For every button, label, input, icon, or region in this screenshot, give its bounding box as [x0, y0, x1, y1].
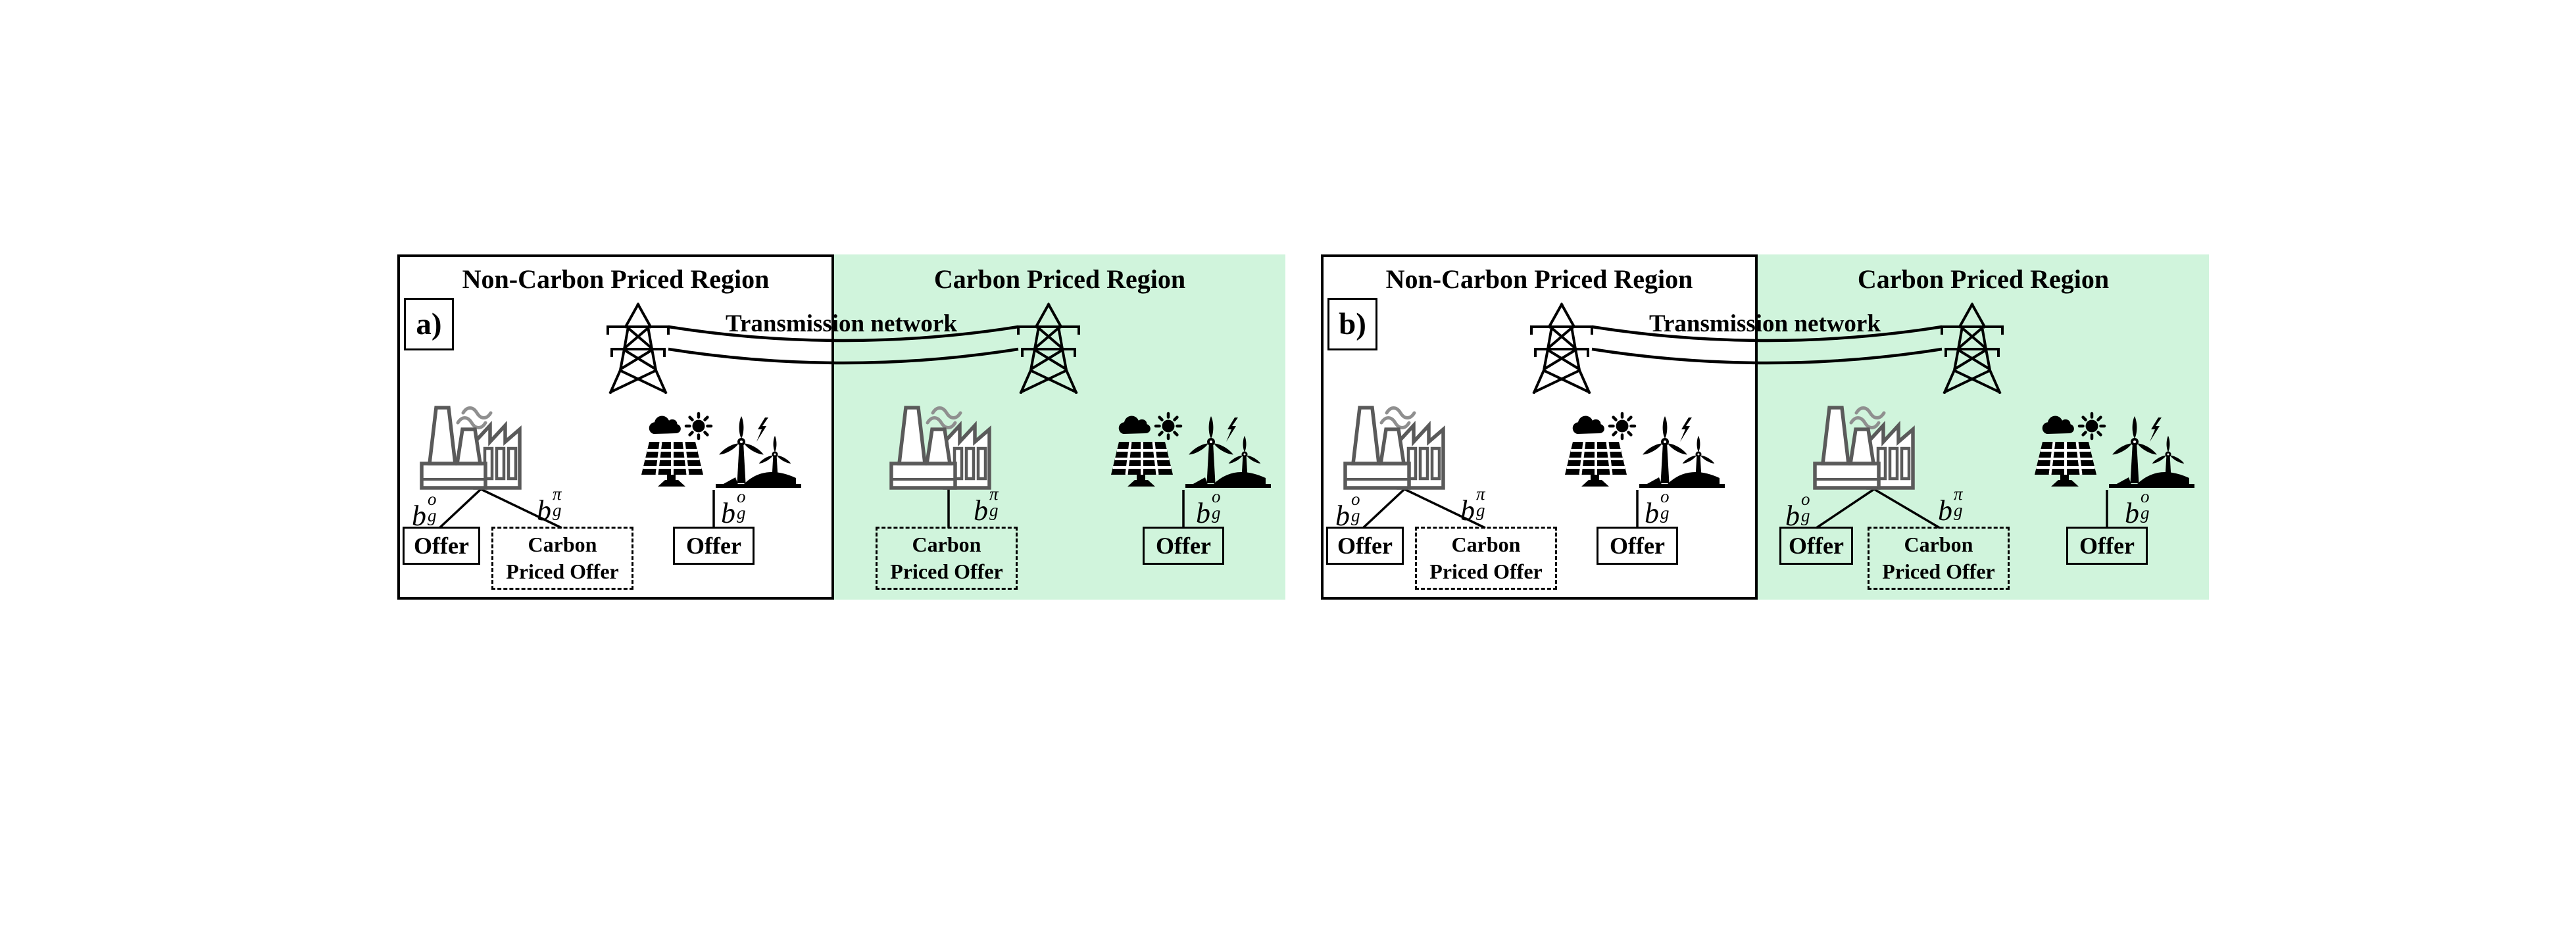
fossil-power-plant-icon: [888, 402, 993, 491]
power-lines-icon: [1591, 325, 1943, 365]
offer-box: Offer: [1326, 527, 1404, 565]
transmission-network-label: Transmission network: [726, 310, 957, 337]
offer-box: Offer: [1597, 527, 1678, 565]
renewables-solar-wind-icon: [1108, 404, 1272, 490]
connector-line: [1362, 488, 1406, 529]
carbon-priced-offer-box: Carbon Priced Offer: [1415, 527, 1557, 590]
connector-line: [1873, 488, 1941, 529]
carbon-priced-offer-box: Carbon Priced Offer: [876, 527, 1018, 590]
carbon-region-title: Carbon Priced Region: [933, 264, 1186, 294]
offer-box: Offer: [2066, 527, 2148, 565]
panel-b: Non-Carbon Priced Region Carbon Priced R…: [1321, 254, 2209, 600]
connector-line: [1404, 488, 1486, 529]
panel-tag-label: b): [1339, 307, 1366, 341]
offer-connector-lines: [1362, 488, 2108, 529]
carbon-region-title: Carbon Priced Region: [1857, 264, 2110, 294]
connector-line: [480, 488, 562, 529]
offer-box: Offer: [403, 527, 480, 565]
panel-tag-box: b): [1327, 298, 1377, 350]
transmission-network-label: Transmission network: [1649, 310, 1881, 337]
connector-line: [1816, 488, 1875, 529]
non-carbon-region-title: Non-Carbon Priced Region: [462, 264, 770, 294]
renewables-solar-wind-icon: [638, 404, 803, 490]
panel-a: Non-Carbon Priced Region Carbon Priced R…: [397, 254, 1285, 600]
non-carbon-region-title: Non-Carbon Priced Region: [1385, 264, 1693, 294]
offer-box: Offer: [1143, 527, 1224, 565]
fossil-power-plant-icon: [1812, 402, 1917, 491]
connector-line: [438, 488, 482, 529]
offer-box: Offer: [1779, 527, 1853, 565]
renewables-solar-wind-icon: [2031, 404, 2196, 490]
power-lines-icon: [668, 325, 1019, 365]
fossil-power-plant-icon: [418, 402, 524, 491]
offer-box: Offer: [673, 527, 755, 565]
carbon-priced-offer-box: Carbon Priced Offer: [1868, 527, 2010, 590]
renewables-solar-wind-icon: [1562, 404, 1726, 490]
carbon-priced-offer-box: Carbon Priced Offer: [491, 527, 633, 590]
fossil-power-plant-icon: [1342, 402, 1447, 491]
panel-tag-box: a): [404, 298, 454, 350]
offer-connector-lines: [438, 488, 1185, 529]
panel-tag-label: a): [416, 307, 442, 341]
